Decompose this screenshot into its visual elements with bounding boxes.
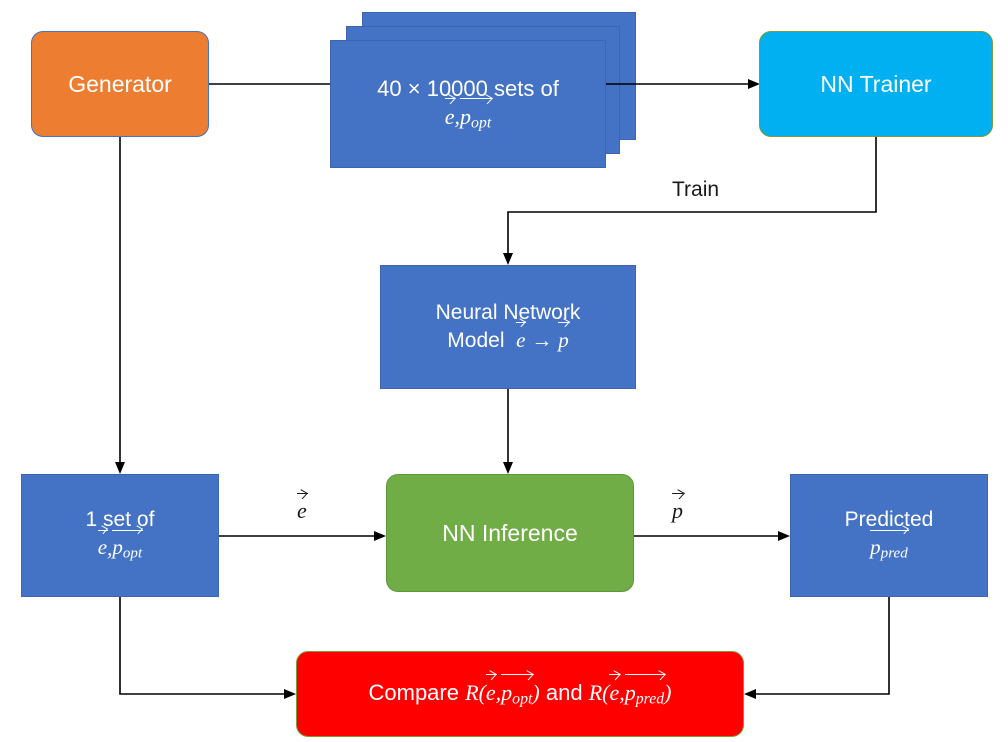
paren-open-2: ( — [602, 680, 610, 706]
vector-p-opt-icon: popt — [501, 674, 534, 708]
compare-prefix: Compare — [368, 680, 459, 706]
node-nn-inference[interactable]: NN Inference — [386, 474, 634, 592]
function-r-2: R — [588, 680, 603, 706]
arrowhead-to-model — [503, 253, 513, 265]
arrowhead-to-trainer — [748, 79, 760, 89]
vector-e-icon: e — [297, 493, 308, 523]
vector-p-pred-icon: ppred — [624, 674, 666, 708]
predicted-vector-label: ppred — [870, 529, 909, 564]
vector-p-opt-icon: popt — [112, 529, 143, 562]
dataset-count-label: 40 × 10000 sets of — [377, 75, 559, 101]
node-nn-model[interactable]: Neural Network Model e → p — [380, 265, 636, 389]
node-predicted[interactable]: Predicted ppred — [790, 474, 988, 597]
node-compare[interactable]: Compare R(e,popt) and R(e,ppred) — [296, 651, 744, 737]
arrowhead-inference-predicted — [778, 531, 790, 541]
vector-p-pred-icon: ppred — [870, 529, 909, 562]
edge-label-train: Train — [672, 178, 720, 201]
node-generator[interactable]: Generator — [31, 31, 209, 137]
comma-glyph: , — [495, 680, 502, 706]
arrowhead-to-inference — [503, 462, 513, 474]
edge-predicted-to-compare — [752, 597, 890, 695]
vector-p-icon: p — [558, 322, 570, 354]
vector-e-icon: e — [97, 529, 109, 562]
function-r-1: R — [465, 680, 479, 706]
vector-e-icon: e — [444, 98, 456, 130]
comma-glyph: , — [454, 104, 461, 130]
edge-label-e-vector: e — [297, 493, 308, 524]
comma-glyph: , — [107, 535, 113, 560]
nn-model-line1: Neural Network — [435, 300, 581, 324]
arrowhead-to-oneset — [115, 462, 125, 474]
vector-e-icon: e — [516, 322, 527, 354]
nn-model-line2: Model e → p — [447, 322, 570, 354]
vector-p-icon: p — [672, 493, 684, 523]
arrowhead-predicted-compare — [744, 689, 756, 699]
nn-model-prefix: Model — [447, 328, 505, 352]
one-set-vector-label: e,popt — [97, 529, 143, 564]
paren-close-2: ) — [664, 680, 672, 706]
node-nn-trainer-label: NN Trainer — [820, 70, 932, 97]
edge-label-p-vector: p — [672, 493, 684, 524]
node-one-set[interactable]: 1 set of e,popt — [21, 474, 219, 597]
compare-expression: Compare R(e,popt) and R(e,ppred) — [368, 674, 672, 709]
edge-trainer-to-model — [507, 137, 877, 257]
vector-e-icon: e — [609, 674, 620, 706]
maps-to-arrow-icon: → — [531, 328, 553, 352]
vector-p-opt-icon: popt — [460, 98, 493, 132]
paren-close-1: ) — [532, 680, 540, 706]
comma-glyph: , — [619, 680, 625, 706]
dataset-vector-label: e,popt — [444, 98, 493, 133]
arrowhead-oneset-inference — [374, 531, 386, 541]
predicted-line1: Predicted — [844, 508, 934, 532]
edge-oneset-to-compare — [119, 597, 288, 695]
compare-conjunction: and — [545, 680, 583, 706]
node-dataset-stack[interactable]: 40 × 10000 sets of e,popt — [330, 40, 606, 168]
vector-e-icon: e — [485, 674, 497, 706]
node-nn-inference-label: NN Inference — [442, 519, 578, 546]
paren-open-1: ( — [478, 680, 486, 706]
node-nn-trainer[interactable]: NN Trainer — [759, 31, 993, 137]
arrowhead-oneset-compare — [284, 689, 296, 699]
node-generator-label: Generator — [68, 70, 172, 97]
